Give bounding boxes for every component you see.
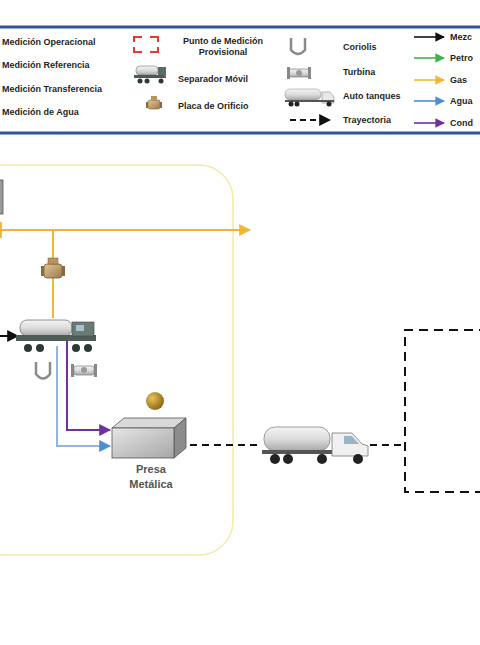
orifice-plate (41, 258, 65, 278)
legend-text: Mezc (450, 32, 472, 43)
turbine-icon (287, 67, 311, 79)
legend-text: Placa de Orificio (178, 101, 249, 112)
legend-text: Turbina (343, 67, 375, 78)
water-line-sample (414, 100, 444, 102)
legend-text: Separador Móvil (178, 74, 248, 85)
gas-line (1, 229, 250, 231)
legend-text: Medición Transferencia (2, 84, 102, 95)
trajectory-line (370, 444, 405, 446)
legend-text: Coriolis (343, 42, 377, 53)
legend-text: Punto de Medición Provisional (176, 36, 270, 58)
legend-text: Gas (450, 75, 467, 86)
legend-text: Petro (450, 53, 473, 64)
legend-text: Auto tanques (343, 91, 401, 102)
condensate-line-sample (414, 122, 444, 124)
destination-frame (405, 330, 480, 492)
legend-text: Cond (450, 118, 473, 129)
legend-frame (0, 27, 480, 133)
legend-text: Medición Operacional (2, 37, 96, 48)
gas-line-sample (414, 79, 444, 81)
legend-text: Medición Referencia (2, 60, 90, 71)
tanker-truck-icon (285, 89, 334, 107)
coriolis-meter (36, 362, 50, 379)
facility-region (0, 165, 233, 555)
turbine-meter (71, 364, 97, 377)
mixture-line (0, 335, 18, 337)
equipment-edge (0, 180, 3, 214)
measurement-indicator (146, 392, 164, 410)
orifice-plate-icon (146, 96, 162, 109)
tank-node: Presa Metálica (108, 414, 194, 492)
mobile-separator-icon (134, 66, 166, 84)
mixture-line-sample (414, 36, 444, 38)
legend-text: Agua (450, 96, 473, 107)
condensate-line (67, 340, 110, 430)
tanker-truck (262, 427, 368, 464)
legend-text: Trayectoria (343, 115, 391, 126)
legend-text: Medición de Agua (2, 107, 79, 118)
path-line-sample (290, 119, 330, 121)
oil-line-sample (414, 57, 444, 59)
mobile-separator (16, 320, 96, 352)
provisional-point-icon (134, 37, 158, 52)
trajectory-line (190, 444, 262, 446)
metal-tank-shape (108, 414, 194, 460)
node-label: Presa Metálica (116, 462, 186, 492)
coriolis-icon (291, 38, 305, 54)
